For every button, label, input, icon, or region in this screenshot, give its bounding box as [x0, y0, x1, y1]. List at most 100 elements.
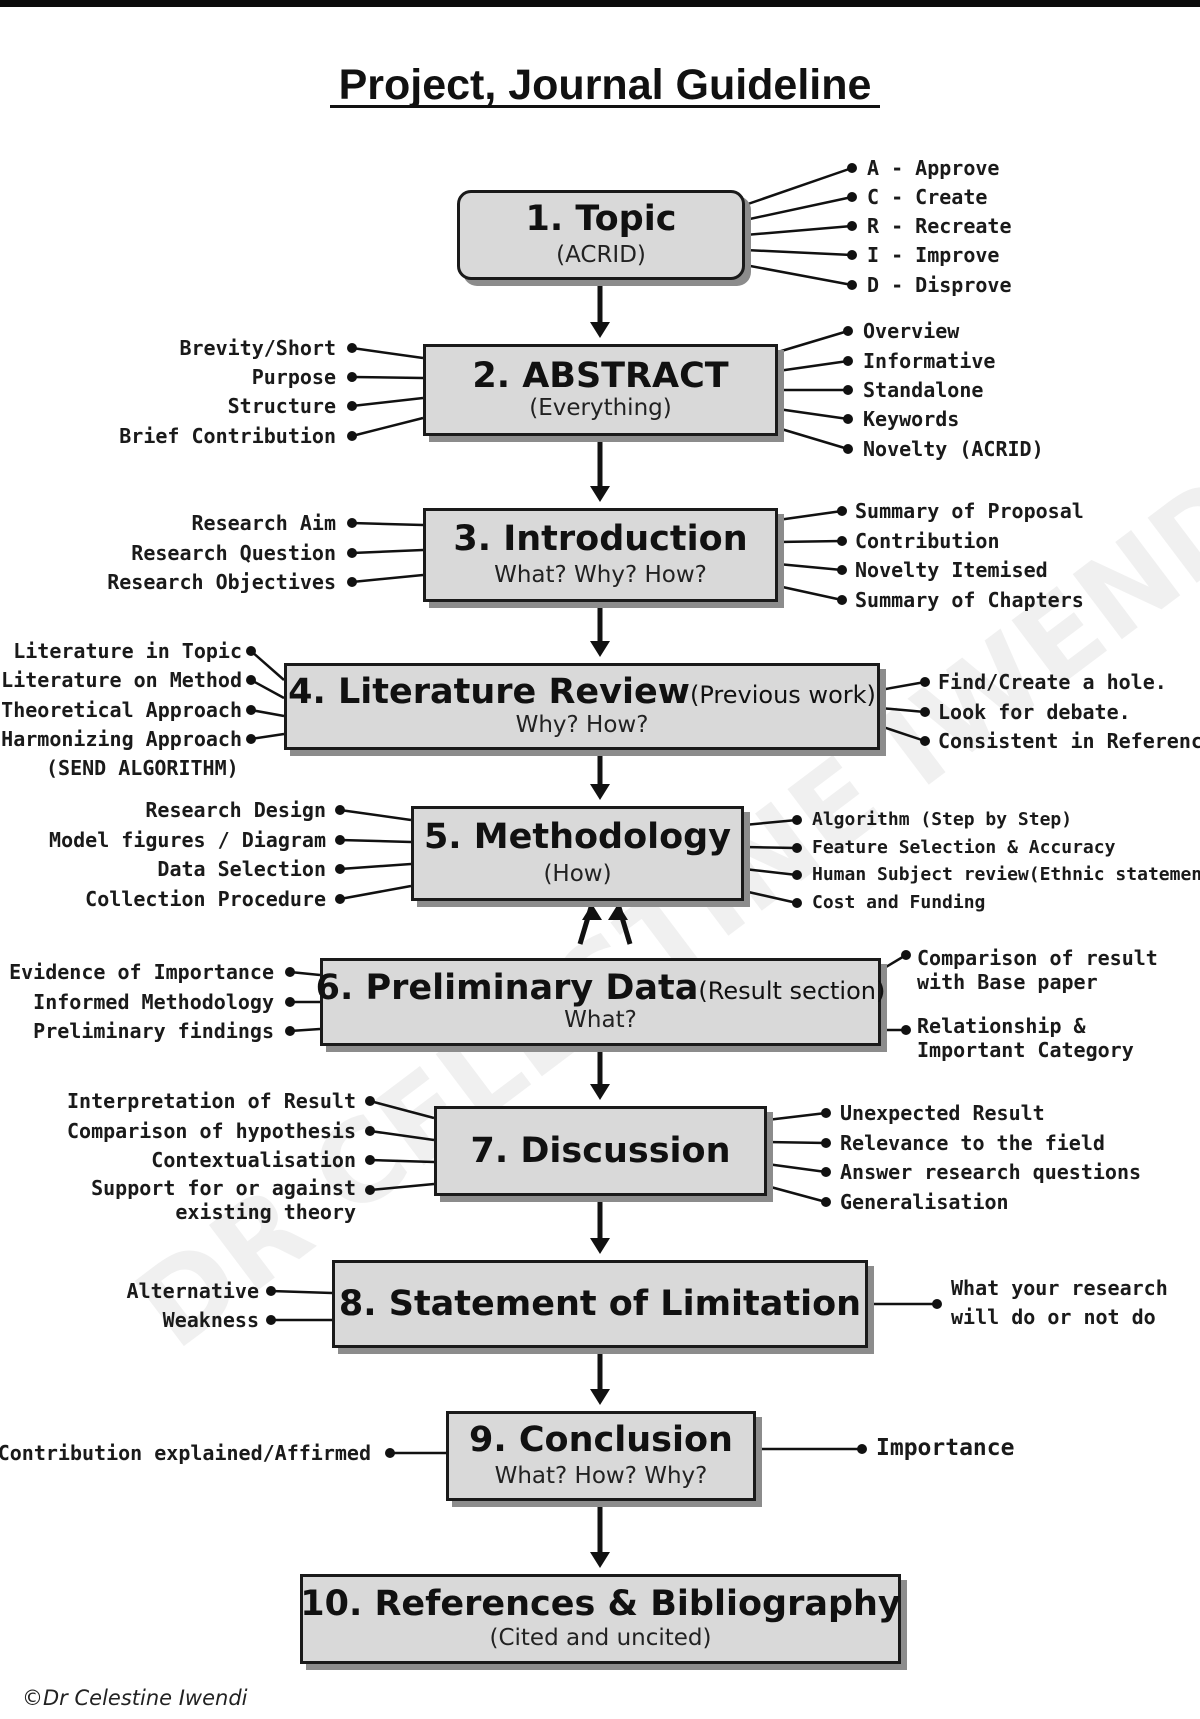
litreview-right-find-create-hole: Find/Create a hole. — [938, 670, 1167, 694]
box-methodology: 5. Methodology (How) — [411, 806, 744, 901]
connector-line — [777, 584, 843, 602]
connector-line — [879, 680, 926, 692]
litreview-left-theoretical-approach: Theoretical Approach — [1, 698, 242, 722]
method-right-human-subject-review: Human Subject review(Ethnic statement) — [812, 864, 1200, 885]
bullet-dot — [847, 221, 857, 231]
method-left-research-design: Research Design — [145, 798, 326, 822]
box-subtitle: Why? How? — [515, 711, 649, 738]
bullet-dot — [843, 385, 853, 395]
topic-item-recreate: R - Recreate — [867, 214, 1012, 238]
box-subtitle: (ACRID) — [556, 242, 646, 269]
bullet-dot — [347, 372, 357, 382]
bullet-dot — [246, 734, 256, 744]
connector-line — [369, 1158, 435, 1164]
flow-arrow-head — [590, 322, 610, 338]
bullet-dot — [901, 950, 911, 960]
box-introduction: 3. Introduction What? Why? How? — [423, 508, 778, 602]
box-title: 5. Methodology — [423, 817, 732, 858]
box-title: 9. Conclusion — [469, 1419, 733, 1460]
box-title: 3. Introduction — [453, 518, 748, 559]
discussion-left-comparison-hypothesis: Comparison of hypothesis — [67, 1119, 356, 1143]
box-discussion: 7. Discussion — [434, 1106, 767, 1196]
connector-line — [369, 1129, 435, 1142]
connector-line — [289, 970, 321, 977]
bullet-dot — [847, 280, 857, 290]
connector-line — [339, 884, 412, 901]
bullet-dot — [821, 1167, 831, 1177]
flow-arrow-head — [590, 1084, 610, 1100]
bullet-dot — [837, 536, 847, 546]
connector-line — [766, 1162, 827, 1174]
connector-line — [744, 166, 853, 207]
box-title-suffix: (Previous work) — [690, 681, 876, 710]
top-border — [0, 0, 1200, 7]
intro-right-summary-of-proposal: Summary of Proposal — [855, 499, 1084, 523]
bullet-dot — [847, 250, 857, 260]
connector-line — [879, 706, 926, 714]
bullet-dot — [857, 1444, 867, 1454]
bullet-dot — [335, 805, 345, 815]
connector-line — [369, 1099, 435, 1120]
intro-right-novelty-itemised: Novelty Itemised — [855, 558, 1048, 582]
flow-arrow-head — [590, 1389, 610, 1405]
box-title-main: 6. Preliminary Data — [315, 967, 699, 1008]
abstract-left-brief-contribution: Brief Contribution — [119, 424, 336, 448]
bullet-dot — [365, 1185, 375, 1195]
connector-line — [743, 845, 798, 850]
connector-line — [289, 1027, 321, 1033]
box-title: 8. Statement of Limitation — [338, 1283, 862, 1324]
connector-line — [744, 224, 853, 237]
limitation-left-alternative: Alternative — [126, 1279, 259, 1303]
flow-arrow-head — [590, 641, 610, 657]
abstract-right-keywords: Keywords — [863, 407, 960, 431]
conclusion-right-importance: Importance — [876, 1435, 1015, 1461]
discussion-right-answer-questions: Answer research questions — [840, 1160, 1142, 1184]
intro-right-summary-of-chapters: Summary of Chapters — [855, 588, 1084, 612]
connector-line — [777, 562, 843, 572]
bullet-dot — [285, 997, 295, 1007]
box-subtitle: (Everything) — [529, 395, 672, 422]
litreview-left-literature-in-topic: Literature in Topic — [13, 639, 242, 663]
bullet-dot — [843, 444, 853, 454]
connector-line — [766, 1140, 827, 1145]
bullet-dot — [792, 815, 802, 825]
flow-arrow-head — [590, 784, 610, 800]
bullet-dot — [335, 835, 345, 845]
litreview-left-note: (SEND ALGORITHM) — [46, 756, 239, 780]
page-title: Project, Journal Guideline — [338, 61, 872, 109]
box-preliminary-data: 6. Preliminary Data(Result section) What… — [316, 958, 885, 1046]
connector-line — [250, 708, 285, 718]
bullet-dot — [347, 548, 357, 558]
box-subtitle: What? How? Why? — [494, 1463, 708, 1490]
topic-item-improve: I - Improve — [867, 243, 1000, 267]
bullet-dot — [347, 518, 357, 528]
intro-left-research-question: Research Question — [131, 541, 336, 565]
connector-line — [777, 509, 843, 522]
box-title: 2. ABSTRACT — [472, 355, 729, 396]
box-literature-review: 4. Literature Review(Previous work) Why?… — [284, 663, 880, 750]
intro-left-research-aim: Research Aim — [191, 511, 337, 535]
litreview-left-harmonizing-approach: Harmonizing Approach — [1, 727, 242, 751]
box-subtitle: (How) — [543, 860, 612, 887]
connector-line — [339, 808, 412, 822]
method-left-collection-procedure: Collection Procedure — [85, 887, 326, 911]
intro-left-research-objectives: Research Objectives — [107, 570, 336, 594]
bullet-dot — [847, 192, 857, 202]
prelim-left-preliminary-findings: Preliminary findings — [33, 1019, 274, 1043]
connector-line — [270, 1289, 333, 1295]
title-underline — [330, 105, 880, 108]
connector-line — [250, 650, 285, 681]
bullet-dot — [821, 1197, 831, 1207]
prelim-left-informed-methodology: Informed Methodology — [33, 990, 274, 1014]
connector-line — [351, 573, 424, 584]
bullet-dot — [792, 898, 802, 908]
connector-line — [743, 867, 798, 877]
box-title: 7. Discussion — [470, 1130, 731, 1171]
box-conclusion: 9. Conclusion What? How? Why? — [446, 1411, 756, 1501]
connector-line — [339, 862, 412, 871]
bullet-dot — [920, 707, 930, 717]
box-subtitle: (Cited and uncited) — [489, 1625, 712, 1652]
connector-line — [777, 329, 849, 354]
connector-line — [351, 346, 424, 360]
topic-item-approve: A - Approve — [867, 156, 1000, 180]
